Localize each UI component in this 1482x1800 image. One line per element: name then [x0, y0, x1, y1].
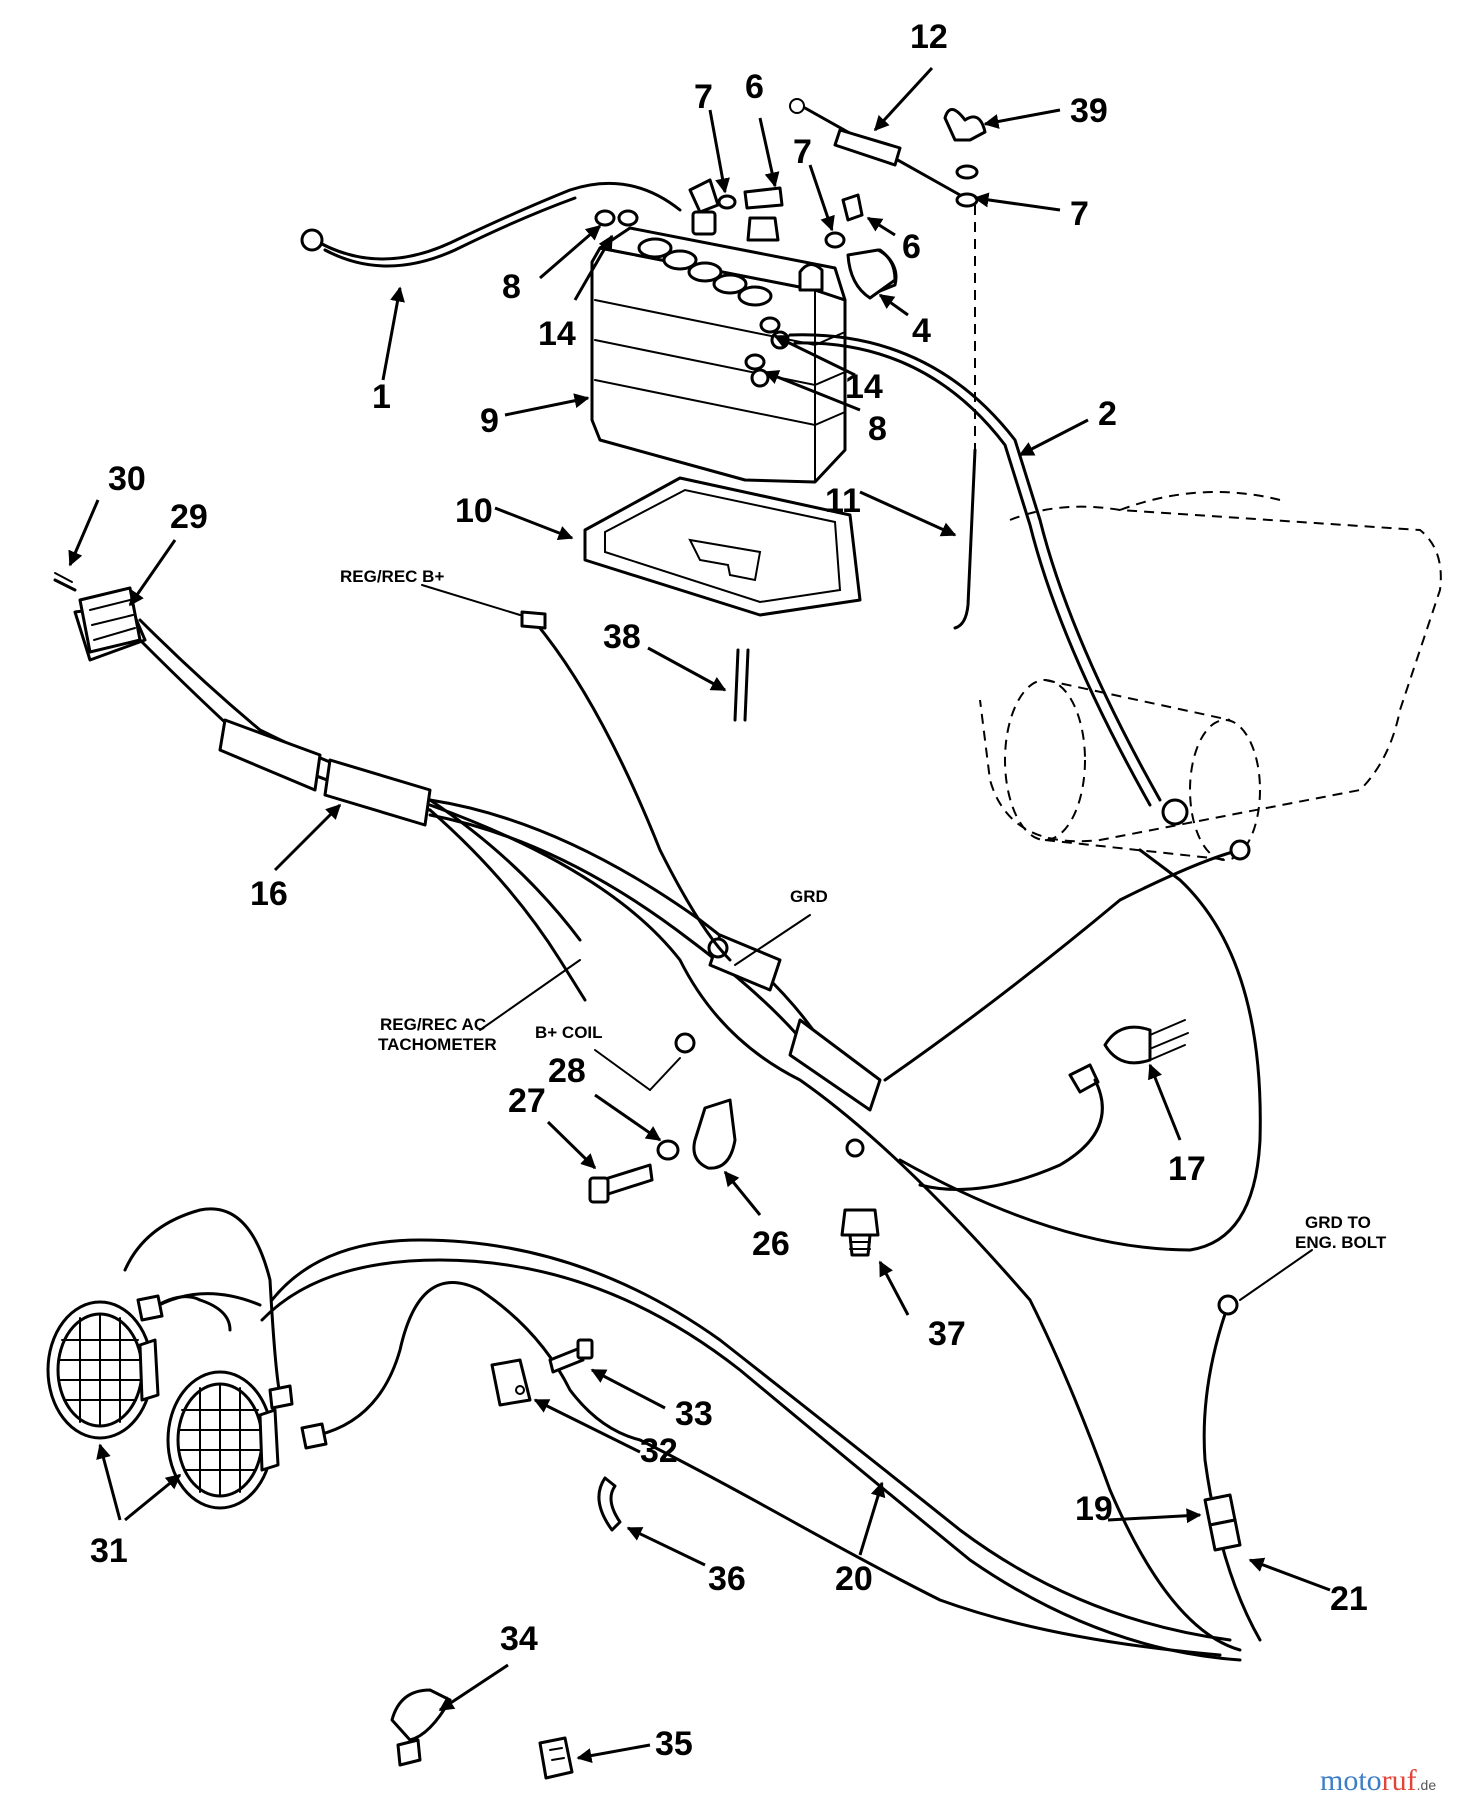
retaining-ring [597, 1476, 622, 1532]
harness-clip [390, 1688, 452, 1767]
label-grd: GRD [790, 887, 828, 906]
callout-34: 34 [500, 1620, 538, 1658]
callout-37: 37 [928, 1315, 966, 1353]
callout-26: 26 [752, 1225, 790, 1263]
callout-6: 6 [902, 228, 921, 266]
washers [955, 164, 979, 208]
callout-14: 14 [538, 315, 576, 353]
washer [656, 1139, 680, 1161]
callout-21: 21 [1330, 1580, 1368, 1618]
callout-39: 39 [1070, 92, 1108, 130]
oil-pressure-switch [918, 1019, 1189, 1191]
label-eng-bolt: ENG. BOLT [1295, 1233, 1387, 1252]
cable-clamp [692, 1098, 737, 1170]
callout-35: 35 [655, 1725, 693, 1763]
label-tachometer: TACHOMETER [378, 1035, 497, 1054]
label-reg-rec-b-plus: REG/REC B+ [340, 567, 444, 586]
label-b-plus-coil: B+ COIL [535, 1023, 603, 1042]
callout-14: 14 [845, 368, 883, 406]
callout-38: 38 [603, 618, 641, 656]
terminal-hardware-left [594, 178, 784, 242]
callout-8: 8 [868, 410, 887, 448]
terminal-stud [840, 1208, 880, 1257]
callout-numbers: 1 2 4 6 6 7 7 7 8 8 9 10 11 12 14 14 16 … [90, 18, 1368, 1763]
callout-2: 2 [1098, 395, 1117, 433]
watermark-logo: motoruf.de [1320, 1764, 1436, 1797]
callout-12: 12 [910, 18, 948, 56]
battery [590, 210, 847, 484]
vent-tube [733, 648, 750, 722]
callout-9: 9 [480, 402, 499, 440]
callout-29: 29 [170, 498, 208, 536]
svg-text:motoruf.de: motoruf.de [1320, 1764, 1436, 1797]
in-line-connector [1203, 1493, 1242, 1552]
callout-4: 4 [912, 312, 931, 350]
callout-7: 7 [793, 133, 812, 171]
cable-1 [300, 181, 682, 268]
connector-plug [78, 586, 142, 654]
callout-1: 1 [372, 378, 391, 416]
hold-down-rod [953, 205, 977, 630]
engine-ground-lead [1202, 1294, 1262, 1642]
screw [548, 1338, 594, 1374]
callout-28: 28 [548, 1052, 586, 1090]
callout-arrows [68, 66, 1331, 1763]
headlight-left [46, 1300, 160, 1440]
callout-16: 16 [250, 875, 288, 913]
cable-2 [788, 333, 1189, 826]
terminal-pin [53, 572, 77, 592]
callout-31: 31 [90, 1532, 128, 1570]
battery-tray [583, 476, 862, 617]
callout-7: 7 [1070, 195, 1089, 233]
reg-rec-b-plus-lead [520, 610, 732, 962]
wing-nut [943, 108, 987, 142]
wire-clip [538, 1736, 574, 1780]
wire-labels: REG/REC B+ GRD REG/REC AC TACHOMETER B+ … [340, 567, 1387, 1252]
callout-20: 20 [835, 1560, 873, 1598]
label-reg-rec-ac: REG/REC AC [380, 1015, 486, 1034]
callout-36: 36 [708, 1560, 746, 1598]
callout-27: 27 [508, 1082, 546, 1120]
ground-lead [883, 839, 1262, 1252]
callout-19: 19 [1075, 1490, 1113, 1528]
terminal-boot [846, 248, 897, 300]
hold-down-strap [789, 98, 962, 197]
callout-10: 10 [455, 492, 493, 530]
callout-17: 17 [1168, 1150, 1206, 1188]
bracket [490, 1358, 532, 1407]
callout-32: 32 [640, 1432, 678, 1470]
label-grd-to: GRD TO [1305, 1213, 1371, 1232]
callout-33: 33 [675, 1395, 713, 1433]
callout-30: 30 [108, 460, 146, 498]
callout-7: 7 [694, 78, 713, 116]
light-harness [123, 1207, 1242, 1662]
callout-11: 11 [825, 482, 861, 520]
bolt [588, 1163, 654, 1204]
starter-motor [979, 491, 1442, 861]
battery-cell-caps [637, 237, 773, 307]
callout-8: 8 [502, 268, 521, 306]
callout-6: 6 [745, 68, 764, 106]
wire-harness [73, 603, 1242, 1652]
headlight-right [166, 1370, 280, 1510]
